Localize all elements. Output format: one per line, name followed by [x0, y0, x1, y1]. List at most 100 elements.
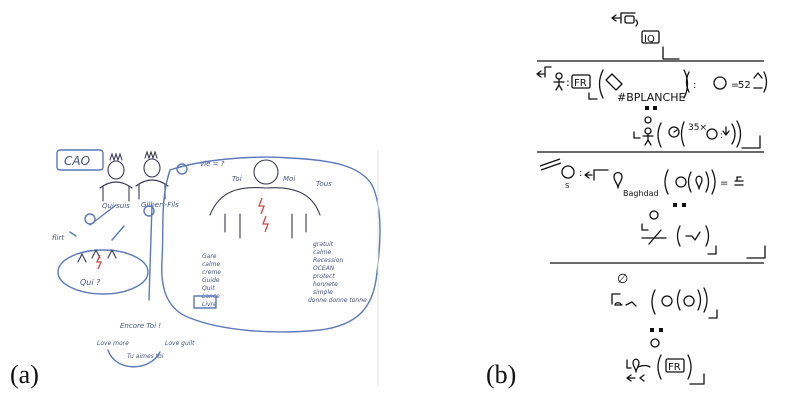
corner-mark-icon [707, 245, 717, 255]
svg-text:simple: simple [313, 289, 333, 296]
flag-fr: FR [574, 78, 587, 89]
svg-text::: : [693, 80, 696, 91]
figure-left [99, 152, 133, 202]
section-4: ∅ FR [611, 272, 718, 385]
close-paren-icon [763, 71, 768, 93]
close-paren-icon [697, 287, 708, 313]
sun-sub: S [565, 182, 570, 190]
svg-text:OCEAN: OCEAN [313, 265, 335, 272]
bracket-icon [633, 131, 641, 139]
bottom-curve [107, 349, 161, 368]
annotation-tu-aimes: Tu aimes toi [127, 353, 164, 360]
svg-text:Recession: Recession [313, 257, 343, 264]
panel-a-label: (a) [10, 360, 39, 389]
face-icon [649, 210, 659, 220]
clock-icon [661, 295, 673, 307]
corner-mark-icon [662, 46, 680, 60]
text-column-right: gratuit calme Recession OCEAN protect ho… [308, 241, 367, 304]
flag-box [571, 74, 591, 89]
annotation-love-guilt: Love guilt [165, 340, 195, 347]
glasses-icon [614, 302, 623, 306]
svg-text::: : [579, 168, 582, 179]
count-52: 52 [738, 80, 751, 91]
count-35: 35× [688, 123, 707, 133]
figure-right [135, 150, 169, 200]
cao-box [56, 149, 104, 171]
person-icon [555, 72, 563, 80]
section-3: S : Baghdad = [539, 158, 766, 259]
svg-text:protect: protect [312, 273, 335, 280]
sep-dot [659, 328, 663, 332]
location-pin-icon [632, 358, 640, 373]
corner-mark-icon [708, 309, 718, 319]
svg-text:calme: calme [202, 261, 220, 268]
close-paren-icon [683, 69, 689, 99]
svg-text:donne donne tonne: donne donne tonne [308, 297, 367, 304]
face-icon [650, 338, 660, 348]
corner-mark-icon [741, 135, 761, 149]
bracket-icon [593, 169, 609, 181]
open-paren-icon [651, 289, 656, 315]
bracket-icon [620, 12, 636, 24]
corner-mark-icon [689, 373, 705, 385]
circle-3 [143, 205, 155, 217]
people-group-icon [713, 76, 727, 90]
open-paren-icon [685, 71, 690, 93]
svg-text::: : [566, 76, 570, 89]
whiteboard-sketch: CAO Qui suis Gilbert-Fils vie = ? flirt [52, 149, 381, 385]
corner-mark-icon [588, 92, 598, 100]
person-icon [644, 127, 652, 135]
close-paren-icon [705, 225, 710, 247]
location-pin-icon [613, 171, 623, 189]
svg-text:=: = [731, 80, 739, 91]
check-icon [685, 231, 701, 241]
annotation-encore-toi: Encore Toi ! [120, 322, 161, 330]
down-arrow-icon [722, 126, 730, 136]
head-center [253, 159, 279, 185]
svg-text:=: = [720, 178, 728, 189]
annotation-moi: Moi [283, 175, 295, 183]
iq-box [641, 30, 660, 44]
tag-icon [605, 73, 623, 91]
arrow-small-icon [584, 171, 593, 179]
crowd-icon [753, 72, 763, 89]
close-paren-icon [687, 354, 692, 380]
circle-2 [84, 213, 96, 225]
face-icon [675, 176, 687, 188]
open-paren-icon [664, 169, 669, 195]
close-paren-icon [705, 169, 716, 195]
sep-dot [682, 203, 686, 207]
text-column-left: Gare calme creme Guide Quit Lance Livre [202, 253, 221, 308]
person-body-icon [642, 133, 654, 146]
clock-icon [683, 295, 695, 307]
symbol-notation: IQ : FR #BPLANCHE : = 52 [536, 12, 768, 385]
torso-lines [224, 213, 307, 239]
circle-1 [176, 163, 188, 175]
ellipse-left [57, 249, 149, 295]
equal-symbol-icon [734, 176, 744, 186]
arrow-small-icon [536, 70, 545, 78]
svg-text:Guide: Guide [202, 277, 220, 284]
hashtag: #BPLANCHE [617, 91, 685, 104]
bracket-icon [611, 293, 621, 305]
svg-text:Livre: Livre [202, 301, 217, 308]
double-line-icon [539, 158, 562, 171]
arrow-4 [111, 225, 125, 241]
loop-icon [637, 364, 651, 368]
sep-dot [653, 106, 657, 110]
sun-icon [706, 128, 718, 140]
red-bolt-center [258, 197, 265, 215]
svg-text::: : [720, 131, 723, 141]
shoulders [209, 187, 321, 216]
svg-text:honnete: honnete [313, 281, 338, 288]
svg-text:Quit: Quit [202, 285, 215, 292]
sep-dot [645, 106, 649, 110]
clock-icon [668, 126, 680, 138]
open-paren-icon [657, 122, 662, 148]
sep-dot [650, 328, 654, 332]
arrow-3 [69, 231, 77, 237]
red-bolt-left [96, 254, 102, 270]
corner-mark-icon [746, 245, 766, 259]
annotation-qui-suis: Qui suis [102, 202, 130, 210]
